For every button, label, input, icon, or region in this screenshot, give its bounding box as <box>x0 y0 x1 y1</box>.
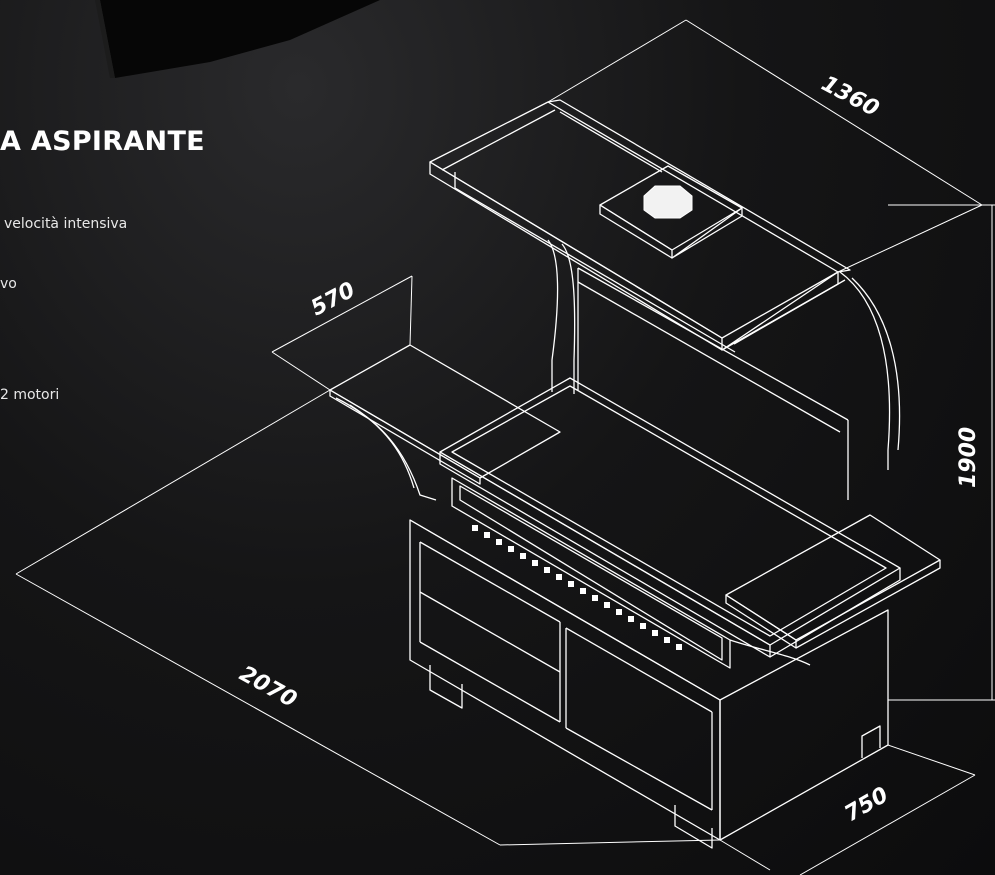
dimension-label-1900: 1900 <box>956 427 981 488</box>
section-heading: A ASPIRANTE <box>0 126 205 157</box>
dimension-label-2070: 2070 <box>235 661 301 713</box>
dimension-label-570: 570 <box>307 278 359 322</box>
control-knobs <box>472 525 682 650</box>
dark-partial-object-edge <box>95 0 115 78</box>
feature-text-speed: velocità intensiva <box>4 216 128 232</box>
grill-line-drawing <box>329 99 941 849</box>
dimension-label-1360: 1360 <box>817 71 883 122</box>
extractor-grille <box>643 185 693 219</box>
dimension-label-750: 750 <box>841 783 893 828</box>
feature-text-motors: 2 motori <box>0 387 60 403</box>
feature-text-partial: vo <box>0 276 17 292</box>
dimension-lines <box>15 19 995 875</box>
dark-partial-object <box>100 0 380 78</box>
